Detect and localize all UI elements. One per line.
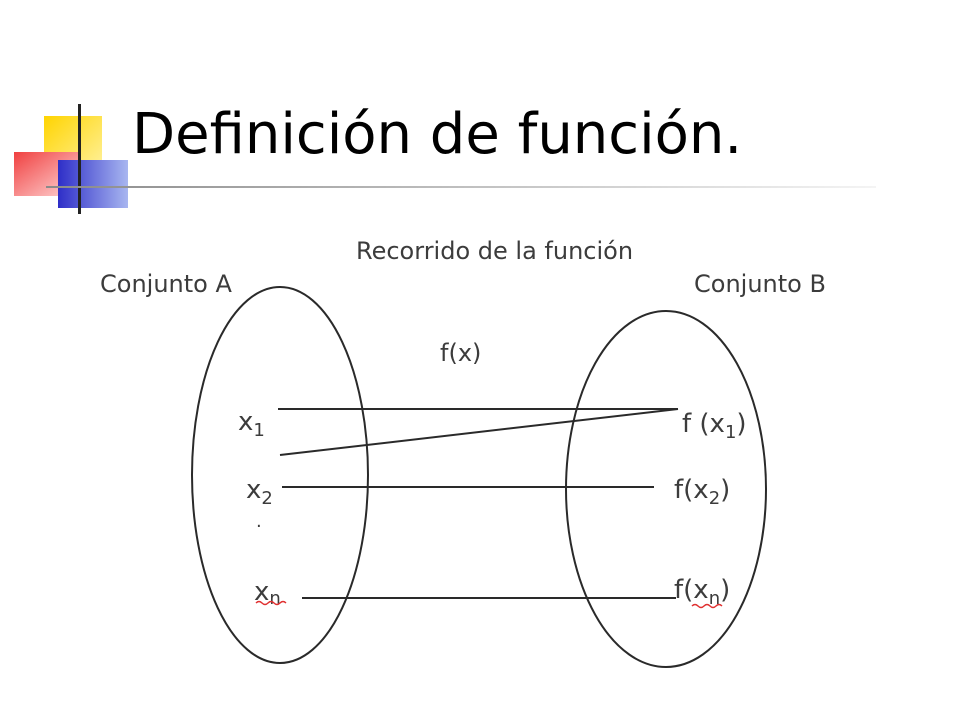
domain-element-xn: xn: [254, 577, 281, 609]
set-a-ellipse: [191, 286, 369, 664]
image-element-fx1: f (x1): [682, 409, 747, 443]
domain-element-ellipsis: ·: [256, 516, 262, 537]
image-element-fx2: f(x2): [674, 475, 730, 509]
range-label: Recorrido de la función: [356, 237, 633, 265]
set-a-label: Conjunto A: [100, 270, 232, 298]
vertical-rule: [78, 104, 81, 214]
set-b-label: Conjunto B: [694, 270, 826, 298]
spellcheck-underline-fxn: [691, 603, 723, 609]
slide-title: Definición de función.: [132, 102, 743, 167]
image-element-fxn: f(xn): [674, 575, 730, 609]
blue-square: [58, 160, 128, 208]
spellcheck-underline-xn: [255, 600, 287, 606]
set-b-ellipse: [565, 310, 767, 668]
domain-element-x2: x2: [246, 475, 273, 509]
domain-element-x1: x1: [238, 407, 265, 441]
horizontal-rule: [46, 186, 876, 188]
slide-decoration: [14, 104, 876, 214]
mapping-line-x1-extra: [279, 408, 679, 456]
function-label: f(x): [440, 339, 481, 367]
